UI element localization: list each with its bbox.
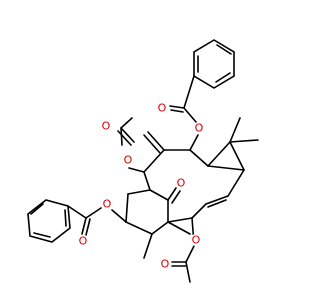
molecule-diagram: O O O O O O O O O xyxy=(27,39,259,283)
bond-c-oester-bottom xyxy=(167,221,191,235)
bond-methyl-cp-2 xyxy=(229,139,259,143)
bond-co-leftbz-a xyxy=(81,217,87,235)
svg-text:O: O xyxy=(103,198,112,211)
o-acetate-left-ester: O xyxy=(122,154,134,167)
o-acetate-bottom-ester: O xyxy=(190,234,202,247)
svg-text:O: O xyxy=(158,102,167,115)
svg-text:O: O xyxy=(192,234,201,247)
bond-methyl-cp5 xyxy=(143,233,153,259)
svg-text:O: O xyxy=(124,154,133,167)
o-acetate-bottom-carbonyl: O xyxy=(159,258,171,271)
svg-text:O: O xyxy=(177,177,186,190)
bond-c-oester-top xyxy=(183,107,197,123)
svg-text:O: O xyxy=(102,120,111,133)
bond-ac-co-left-a xyxy=(120,127,135,143)
o-ketone: O xyxy=(175,177,187,190)
o-benzoate-top-ester: O xyxy=(193,122,205,135)
bond-co-top-b xyxy=(170,109,184,113)
bond-carbonyl-phenyl-left xyxy=(67,205,87,219)
macrocycle-bonds xyxy=(143,141,245,223)
bond-oester-c-top xyxy=(189,134,199,151)
bond-oester-carbonyl-bottom xyxy=(185,245,195,263)
phenyl-ring-left xyxy=(27,199,71,243)
bond-methyl-cp-1 xyxy=(229,117,241,143)
bond-c-oester-leftbz xyxy=(111,209,127,223)
bond-methylene-a xyxy=(147,131,165,151)
bond-methylene-b xyxy=(143,134,161,154)
svg-text:O: O xyxy=(161,258,170,271)
bond-oester-c-left xyxy=(128,167,145,173)
bond-ketone-b xyxy=(171,190,181,204)
svg-text:O: O xyxy=(79,235,88,248)
bond-co-top-a xyxy=(169,105,185,109)
o-benzoate-top-carbonyl: O xyxy=(156,102,168,115)
cyclopentane-bonds xyxy=(125,189,169,235)
bond-phenyl-carbonyl-top xyxy=(183,75,195,109)
svg-text:O: O xyxy=(195,122,204,135)
bond-co-leftbz-b xyxy=(85,218,91,236)
bond-methyl-bottom xyxy=(185,261,191,283)
bond-ac-co-left-b xyxy=(117,130,132,146)
o-acetate-left-carbonyl: O xyxy=(100,120,112,133)
bond-ketone-a xyxy=(167,187,177,201)
phenyl-ring-top xyxy=(193,39,235,89)
structure-svg: O O O O O O O O O xyxy=(27,39,259,283)
bond-oester-carbonyl-leftbz xyxy=(85,207,102,219)
o-benzoate-left-carbonyl: O xyxy=(77,235,89,248)
bond-ac-methyl-left xyxy=(120,117,133,129)
bond-ac-oester-left xyxy=(120,127,123,146)
o-benzoate-left-ester: O xyxy=(101,198,113,211)
